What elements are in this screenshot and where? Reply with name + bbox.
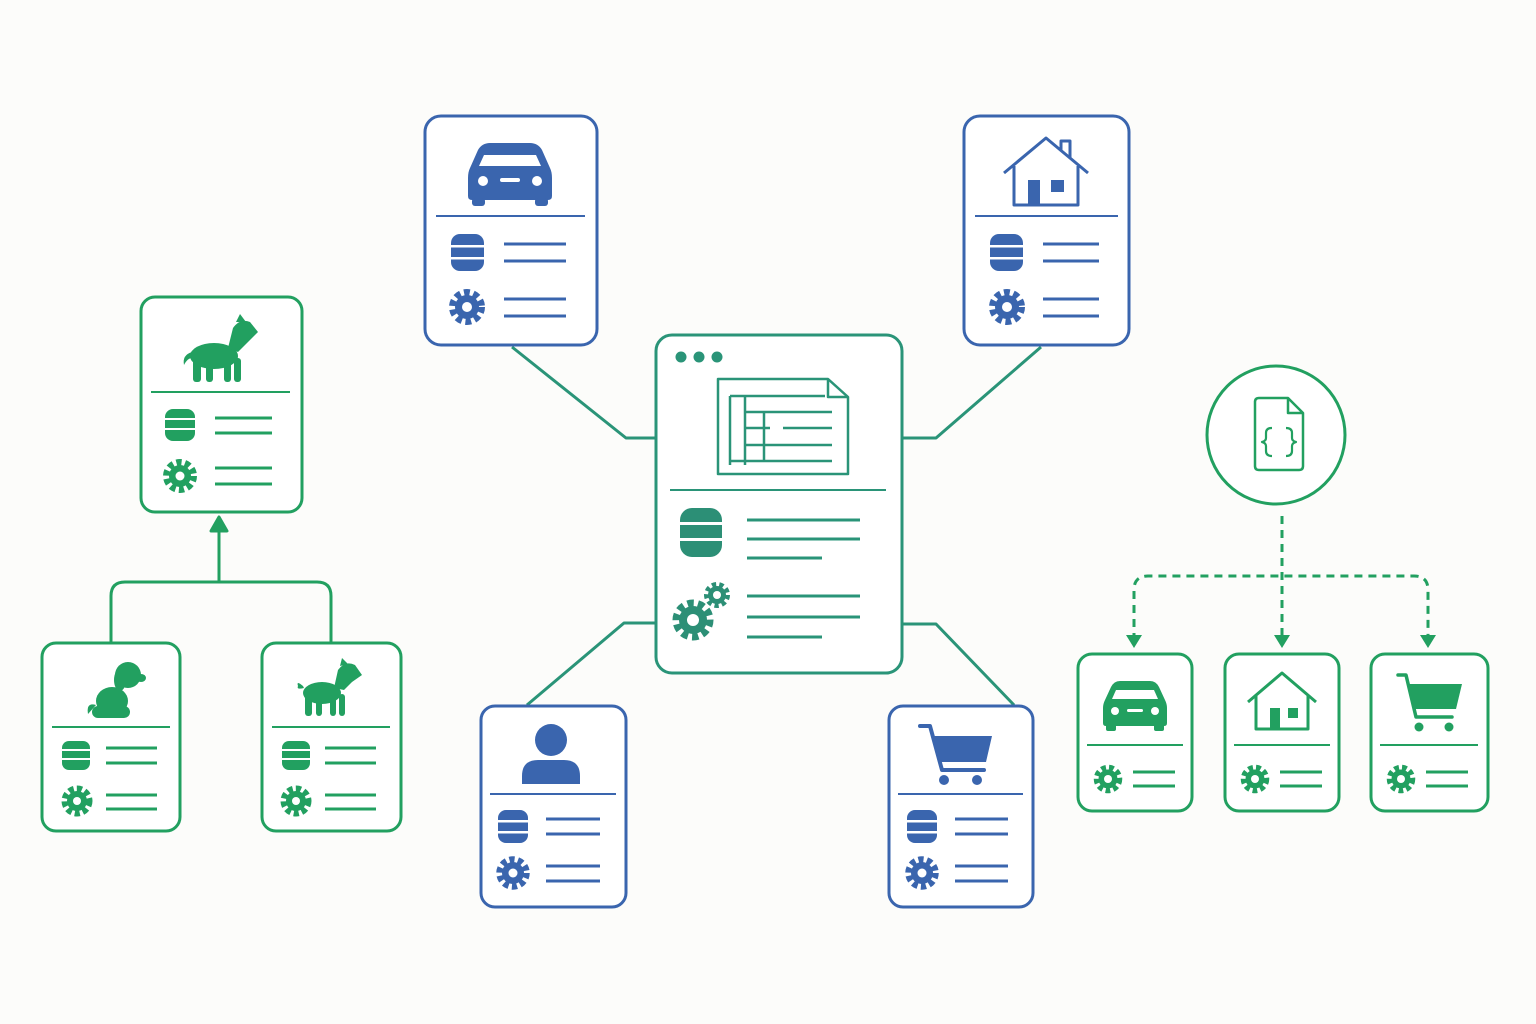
gear-icon — [163, 459, 197, 493]
window-dots-icon — [675, 351, 723, 363]
card-frame — [887, 704, 1035, 909]
model-card-car[interactable] — [423, 114, 599, 347]
model-card-puppy-child[interactable] — [40, 641, 182, 833]
dashed-branch — [1132, 574, 1430, 641]
house-icon — [1003, 136, 1089, 207]
inheritance-connectors — [109, 515, 333, 643]
card-frame — [139, 295, 304, 514]
connector-left-child — [109, 580, 210, 643]
schema-connectors — [1132, 516, 1430, 641]
schema-source-node[interactable] — [1205, 364, 1347, 506]
arrowhead-down — [1126, 635, 1142, 648]
gear-icon — [280, 785, 312, 817]
car-icon — [468, 143, 552, 206]
card-frame — [40, 641, 182, 833]
connector-to-user — [526, 621, 656, 707]
model-card-house[interactable] — [962, 114, 1131, 347]
shopping-cart-icon — [1396, 673, 1462, 732]
inheritance-group — [40, 295, 403, 833]
database-icon — [680, 508, 722, 557]
model-card-dog-child[interactable] — [260, 641, 403, 833]
gear-icon — [989, 289, 1025, 325]
schema-card-house[interactable] — [1223, 652, 1341, 813]
database-icon — [498, 810, 528, 843]
composition-connectors — [511, 345, 1042, 707]
model-card-cart[interactable] — [887, 704, 1035, 909]
arrowhead-down — [1420, 635, 1436, 648]
car-icon — [1103, 681, 1167, 731]
database-icon — [165, 409, 195, 441]
database-icon — [990, 234, 1023, 271]
arrowhead-up — [209, 515, 229, 533]
card-frame — [423, 114, 599, 347]
model-card-main-table[interactable] — [654, 333, 904, 675]
model-card-user[interactable] — [479, 704, 628, 909]
house-icon — [1247, 671, 1317, 731]
connector-to-car — [511, 345, 656, 440]
gear-icon — [449, 289, 485, 325]
card-frame — [962, 114, 1131, 347]
connector-to-house — [902, 345, 1042, 440]
gear-icon — [905, 856, 939, 890]
gear-icon — [61, 785, 93, 817]
arrowhead-down — [1274, 635, 1290, 648]
puppy-icon — [87, 662, 146, 718]
shopping-cart-icon — [918, 724, 992, 785]
database-icon — [282, 741, 310, 770]
schema-arrowheads — [1126, 635, 1436, 648]
dog-icon — [183, 314, 258, 382]
gear-icon — [1093, 764, 1123, 794]
database-icon — [451, 234, 484, 271]
card-frame — [479, 704, 628, 909]
json-file-icon — [1253, 396, 1305, 472]
source-circle — [1205, 364, 1347, 506]
database-icon — [62, 741, 90, 770]
composition-group — [423, 114, 1131, 909]
card-frame — [260, 641, 403, 833]
connector-to-cart — [902, 622, 1016, 707]
schema-generation-group — [1076, 364, 1490, 813]
gear-icon — [496, 856, 530, 890]
dog-icon — [297, 658, 362, 716]
gears-icon — [672, 582, 730, 641]
database-icon — [907, 810, 937, 843]
schema-card-cart[interactable] — [1369, 652, 1490, 813]
connector-right-child — [206, 580, 333, 643]
schema-card-car[interactable] — [1076, 652, 1194, 813]
table-document-icon — [716, 377, 850, 476]
gear-icon — [1240, 764, 1270, 794]
gear-icon — [1386, 764, 1416, 794]
model-card-dog-parent[interactable] — [139, 295, 304, 514]
user-icon — [522, 724, 580, 784]
